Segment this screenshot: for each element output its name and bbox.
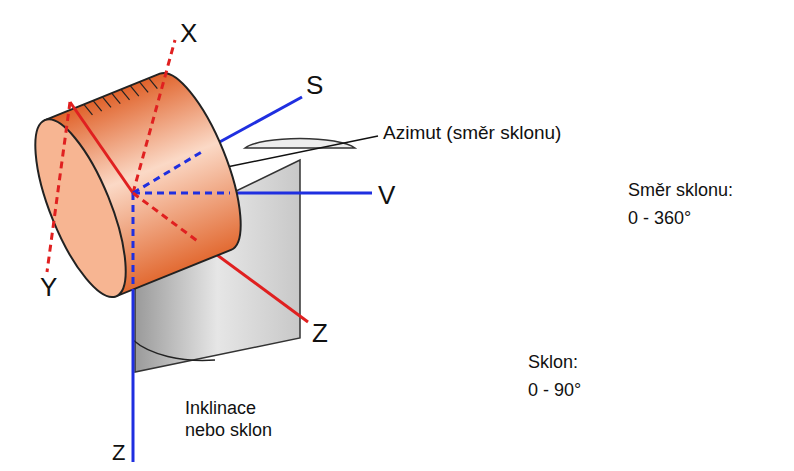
drill-core [17,62,259,307]
down-axis [132,292,135,462]
note-text: 0 - 90° [528,380,581,402]
axis-label: V [378,180,395,211]
note-text: Sklon: [528,352,578,374]
east-axis [230,192,372,195]
axis-label: X [180,18,197,49]
axis-label: Y [40,272,57,303]
core-y-axis [70,102,133,193]
callout-text: Inklinace nebo sklon [185,398,295,441]
note-text: Směr sklonu: [628,180,733,202]
axis-label: Z [312,318,328,349]
north-axis [133,150,205,193]
note-text: 0 - 360° [628,208,691,230]
east-axis [133,192,230,195]
axis-label: S [306,70,323,101]
core-z-axis [133,193,200,243]
axis-label: Z [112,440,125,466]
inclination-arc [133,340,215,360]
down-axis [132,193,135,292]
callout-text: Azimut (směr sklonu) [383,122,561,145]
core-y-axis [47,102,70,272]
leader-line [222,136,378,168]
horizontal-plane [245,138,355,148]
